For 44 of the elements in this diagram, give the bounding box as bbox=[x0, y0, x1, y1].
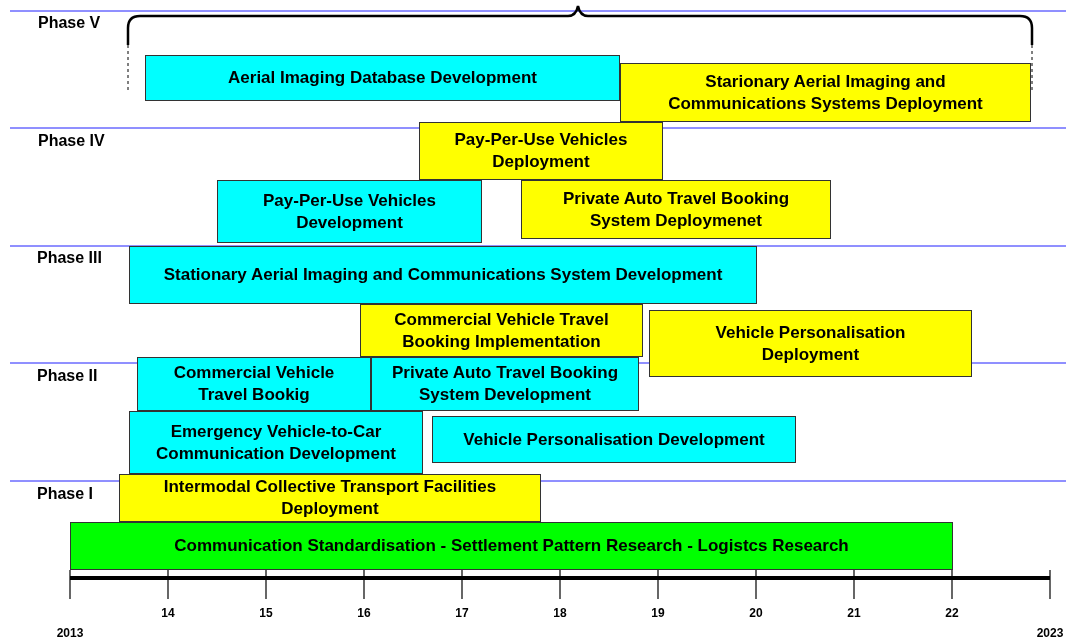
task-bar bbox=[360, 304, 643, 357]
task-label: Pay-Per-Use Vehicles Development bbox=[262, 189, 437, 234]
task-bar bbox=[521, 180, 831, 239]
task-bar bbox=[217, 180, 482, 243]
task-bar bbox=[432, 416, 796, 463]
year-label: 15 bbox=[259, 606, 273, 620]
year-label: 19 bbox=[651, 606, 665, 620]
task-label: Communication Standardisation - Settlement Pattern Research - Logistcs Research bbox=[174, 535, 849, 557]
task-label: Emergency Vehicle-to-Car Communication Development bbox=[155, 420, 397, 465]
task-bar bbox=[129, 411, 423, 474]
task-bar bbox=[129, 246, 757, 304]
task-label: Pay-Per-Use Vehicles Deployment bbox=[453, 129, 629, 173]
phase-label: Phase III bbox=[37, 249, 102, 267]
task-label: Commercial Vehicle Travel Booking Implementation bbox=[393, 308, 610, 353]
task-bar bbox=[620, 63, 1031, 122]
task-bar bbox=[371, 357, 639, 411]
year-label: 2023 bbox=[1036, 626, 1064, 640]
task-bar bbox=[70, 522, 953, 570]
year-label: 22 bbox=[945, 606, 959, 620]
year-label: 20 bbox=[749, 606, 763, 620]
task-bar bbox=[649, 310, 972, 377]
task-bar bbox=[419, 122, 663, 180]
task-bar bbox=[145, 55, 620, 101]
task-label: Private Auto Travel Booking System Deploymenet bbox=[561, 187, 791, 232]
task-bar bbox=[137, 357, 371, 411]
task-label: Starionary Aerial Imaging and Communications Systems Deployment bbox=[667, 70, 984, 115]
task-bar bbox=[119, 474, 541, 522]
task-label: Aerial Imaging Database Development bbox=[228, 67, 537, 89]
year-label: 16 bbox=[357, 606, 371, 620]
task-label: Intermodal Collective Transport Facilities Deployment bbox=[162, 476, 498, 520]
year-label: 2013 bbox=[56, 626, 84, 640]
phase-label: Phase V bbox=[38, 14, 101, 32]
phase-label: Phase IV bbox=[38, 132, 105, 150]
task-label: Stationary Aerial Imaging and Communications System Development bbox=[163, 264, 723, 286]
phase-label: Phase II bbox=[37, 367, 98, 385]
task-label: Commercial Vehicle Travel Bookig bbox=[172, 362, 336, 406]
task-label: Vehicle Personalisation Development bbox=[463, 428, 765, 451]
year-label: 14 bbox=[161, 606, 175, 620]
phase-label: Phase I bbox=[37, 485, 94, 503]
task-label: Private Auto Travel Booking System Development bbox=[390, 362, 620, 406]
task-label: Vehicle Personalisation Deployment bbox=[714, 321, 907, 366]
year-label: 21 bbox=[847, 606, 861, 620]
year-label: 17 bbox=[455, 606, 469, 620]
year-label: 18 bbox=[553, 606, 567, 620]
